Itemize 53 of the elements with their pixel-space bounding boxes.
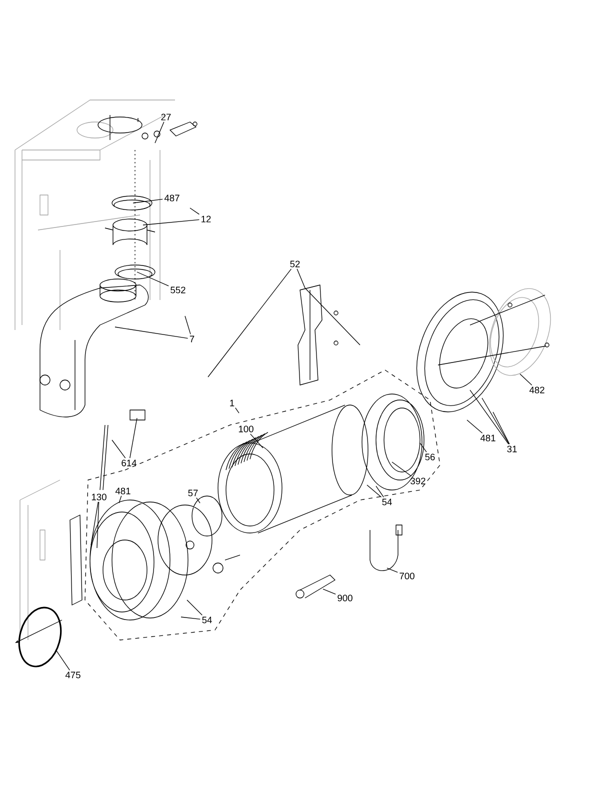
leader-line (190, 208, 200, 215)
callout-number: 392 (410, 478, 426, 484)
callout-number: 481 (480, 434, 496, 442)
leader-line (466, 420, 483, 434)
callout-number: 7 (190, 336, 194, 342)
leader-line (180, 616, 201, 620)
leader-line (90, 502, 99, 546)
callout-number: 52 (290, 260, 300, 268)
callout-number: 54 (382, 498, 392, 506)
leader-line (196, 498, 200, 504)
leader-line (132, 198, 163, 204)
leader-line (96, 502, 100, 548)
callout-number: 130 (92, 494, 106, 500)
leader-line (386, 568, 398, 573)
leader-line (470, 390, 509, 444)
callout-number: 1 (230, 400, 234, 406)
leader-line (366, 484, 382, 498)
leader-line (376, 486, 384, 498)
leader-line (492, 412, 510, 444)
callout-number: 900 (338, 594, 352, 602)
callout-number: 56 (425, 454, 435, 460)
callout-number: 700 (400, 572, 414, 580)
leader-line (184, 316, 191, 335)
leader-line (250, 434, 264, 448)
leader-line (296, 268, 306, 288)
leader-line (322, 588, 336, 594)
leader-line (235, 407, 240, 414)
callout-number: 57 (188, 490, 198, 496)
leader-line (112, 440, 126, 458)
callout-number: 100 (238, 426, 254, 432)
leader-line (392, 462, 412, 476)
leader-line (142, 219, 200, 226)
callout-number: 481 (115, 488, 130, 494)
leader-line (114, 326, 188, 339)
leader-line (136, 272, 169, 286)
leader-line (420, 442, 427, 452)
leader-line (520, 374, 532, 386)
callout-number: 12 (202, 216, 211, 222)
leader-line (154, 122, 164, 144)
callout-number: 482 (529, 386, 544, 394)
leader-line (56, 650, 70, 670)
leader-line (208, 268, 292, 378)
callout-number: 614 (122, 460, 136, 466)
callout-number: 31 (507, 446, 517, 452)
leader-line (118, 496, 122, 504)
callout-number: 552 (170, 286, 186, 294)
leader-line (482, 398, 510, 444)
callout-number: 27 (161, 114, 171, 120)
leader-line (130, 418, 138, 458)
callout-number: 487 (164, 194, 180, 202)
leader-line (186, 600, 202, 616)
callout-number: 475 (65, 672, 80, 678)
callout-number: 54 (202, 616, 212, 624)
